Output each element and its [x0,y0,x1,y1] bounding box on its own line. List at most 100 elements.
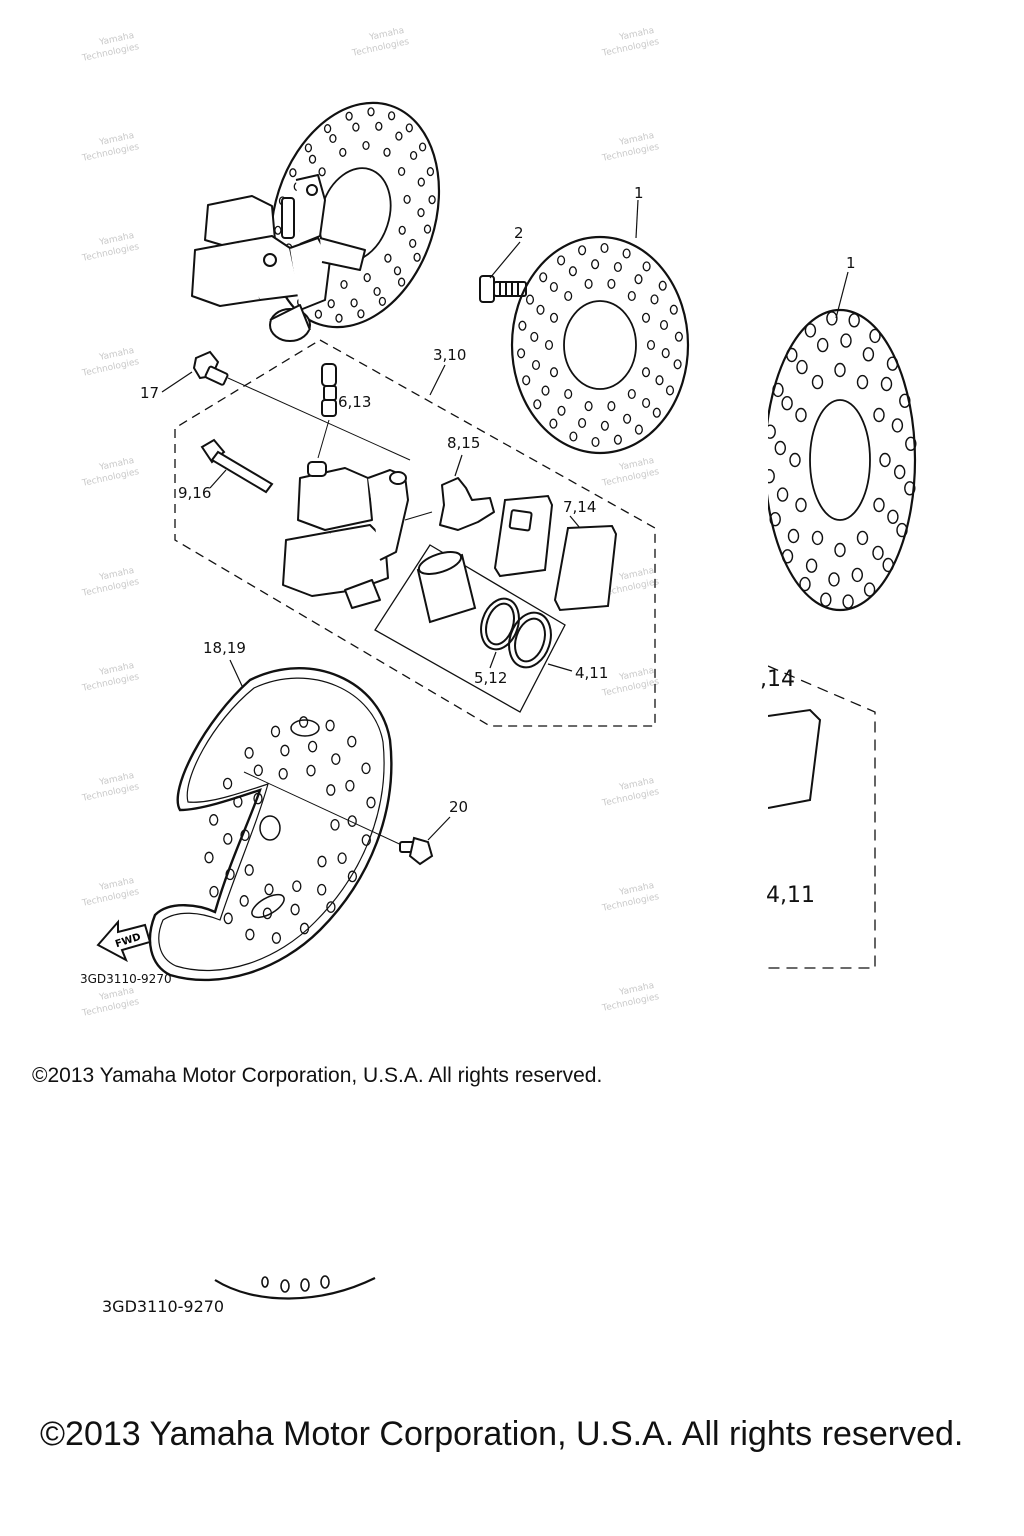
vent-hole [811,530,824,546]
vent-hole [518,320,527,331]
vent-hole [409,150,418,161]
vent-hole [584,278,593,289]
vent-hole [869,328,881,344]
fwd-arrow-icon: FWD [96,919,152,963]
vent-hole [222,777,233,790]
vent-hole [873,497,885,513]
vent-hole [347,870,358,883]
vent-hole [331,753,341,765]
screw-part-20 [399,836,434,866]
vent-hole [373,286,381,297]
vent-hole [557,255,566,266]
vent-hole [591,436,600,448]
label-9-16: 9,16 [178,484,211,502]
vent-hole [387,111,396,121]
vent-hole [600,242,609,254]
vent-hole [578,417,587,429]
vent-hole [405,123,413,133]
label-17: 17 [140,384,159,402]
vent-hole [403,194,411,204]
vent-hole [292,880,302,893]
vent-hole [856,374,869,390]
vent-hole [423,224,432,234]
vent-hole [326,784,336,796]
vent-hole [795,407,807,423]
bolt-part-2 [479,275,527,303]
vent-hole [398,225,406,235]
vent-hole [659,319,669,331]
vent-hole [209,885,219,898]
vent-hole [669,304,678,315]
bolt-part-17 [192,350,229,386]
vent-hole [873,407,885,423]
vent-hole [325,719,335,732]
vent-hole [417,177,425,187]
vent-hole [347,815,357,827]
vent-hole [244,864,254,876]
vent-hole [842,594,854,609]
part-code: 3GD3110-9270 [80,972,172,986]
vent-hole [652,407,661,418]
vent-hole [673,359,682,370]
vent-hole [557,405,566,416]
vent-hole [304,143,313,153]
vent-hole [627,290,636,302]
vent-hole [817,337,829,353]
vent-hole [591,259,600,270]
vent-hole [264,883,274,896]
dust-seal-part-4 [508,611,552,669]
vent-hole [395,131,403,141]
vent-hole [820,592,832,607]
vent-hole [339,147,347,157]
vent-hole [840,333,852,348]
vent-hole [417,208,425,218]
vent-hole [879,452,891,468]
vent-hole [613,261,622,273]
vent-hole [781,396,793,411]
vent-hole [856,530,869,546]
vent-hole [384,253,392,263]
vent-hole [531,359,541,371]
vent-hole [891,418,904,433]
vent-hole [418,142,427,152]
vent-hole [298,716,309,728]
vent-hole [899,393,911,408]
part-code-large: 3GD3110-9270 [102,1297,224,1316]
label-18-19: 18,19 [203,639,246,657]
vent-hole [345,111,353,121]
vent-hole [828,572,840,587]
caliper-body [282,461,409,609]
label-5-12: 5,12 [474,669,507,687]
brake-caliper-assembled [191,174,366,342]
vent-hole [650,294,659,305]
vent-hole [393,266,402,276]
vent-hole [613,434,622,445]
copyright-notice-large: ©2013 Yamaha Motor Corporation, U.S.A. A… [40,1415,964,1453]
vent-hole [271,932,282,944]
vent-hole [317,855,327,868]
vent-hole [314,309,323,319]
vent-hole [209,814,219,826]
vent-hole [641,312,651,323]
vent-hole [634,424,643,435]
vent-hole [641,367,651,378]
label-4-11-zoom: 4,11 [766,883,815,908]
vent-hole [568,266,577,277]
brake-disc-assembled [269,101,441,329]
label-2: 2 [514,224,524,242]
vent-hole [270,725,281,738]
label-1: 1 [634,184,644,202]
pin-part-9 [200,438,274,494]
vent-hole [340,279,348,290]
vent-hole [848,313,860,328]
vent-hole [280,744,290,757]
pad-spring-part-8 [439,477,495,531]
vent-hole [789,452,801,468]
label-8-15: 8,15 [447,434,480,452]
vent-hole [233,795,243,808]
vent-hole [335,313,343,323]
vent-hole [541,385,550,396]
vent-hole [539,272,548,283]
vent-hole [549,312,559,323]
